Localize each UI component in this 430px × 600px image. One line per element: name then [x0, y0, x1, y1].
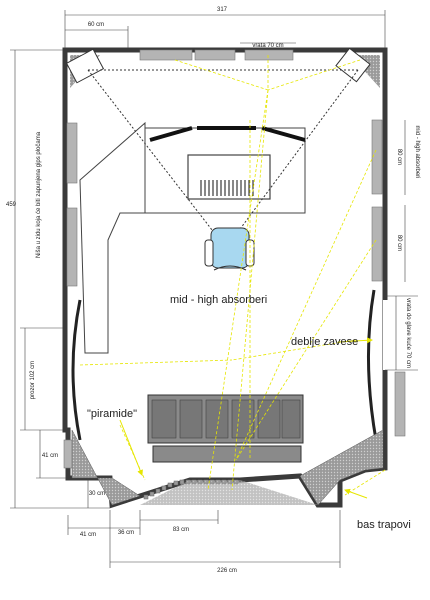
monitor-right [261, 126, 306, 142]
dim-top-left: 60 cm [88, 22, 104, 28]
curtain-left [71, 299, 82, 441]
label-mid-high: mid - high absorberi [170, 294, 267, 306]
listening-triangle [87, 69, 359, 249]
speaker-top-left [65, 48, 105, 84]
sofa [147, 394, 304, 463]
dim-bottom-width: 226 cm [217, 568, 237, 574]
dim-bottom-83: 83 cm [173, 527, 189, 533]
panel-right-2 [371, 206, 383, 282]
curtain-right [366, 289, 378, 441]
bottom-reflection-zone [140, 480, 318, 505]
label-curtains: deblje zavese [291, 336, 358, 348]
label-piramide: "piramide" [87, 408, 137, 420]
panel-left-2 [66, 207, 78, 287]
dim-right-door: vrata do glave kuće 70 cm [405, 298, 411, 368]
dim-left-30: 30 cm [89, 491, 105, 497]
label-left-niche: Niša u zidu koja će biti zapunjena gips … [36, 131, 42, 258]
guide-arrows [119, 337, 373, 499]
bass-trap-bottom-left [71, 429, 141, 506]
dim-bottom-41: 41 cm [80, 532, 96, 538]
reflection-guides [79, 55, 386, 496]
panel-bottom-right [394, 371, 406, 437]
bass-trap-bottom-right [299, 429, 384, 506]
dim-height: 459 [6, 202, 17, 208]
label-right-absorbers: mid - high absorberi [414, 125, 420, 178]
panel-right-1 [371, 119, 383, 195]
dim-right-80-top: 80 cm [396, 149, 402, 165]
monitor-left [149, 126, 193, 142]
keyboard-keys [200, 180, 254, 196]
dim-window-left: prozor 102 cm [30, 361, 36, 399]
dim-door-top: vrata 70 cm [252, 43, 283, 49]
panel-top-3 [244, 49, 294, 61]
panel-top-2 [194, 49, 236, 61]
speaker-top-right [335, 47, 371, 83]
panel-left-1 [66, 122, 78, 184]
door-frame-right [383, 300, 389, 370]
dim-right-80-bottom: 80 cm [396, 235, 402, 251]
dim-left-41: 41 cm [42, 453, 58, 459]
dim-top-width: 317 [217, 7, 228, 13]
dim-bottom-36: 36 cm [118, 530, 134, 536]
panel-top-1 [139, 49, 193, 61]
label-bass-traps: bas trapovi [357, 519, 411, 531]
